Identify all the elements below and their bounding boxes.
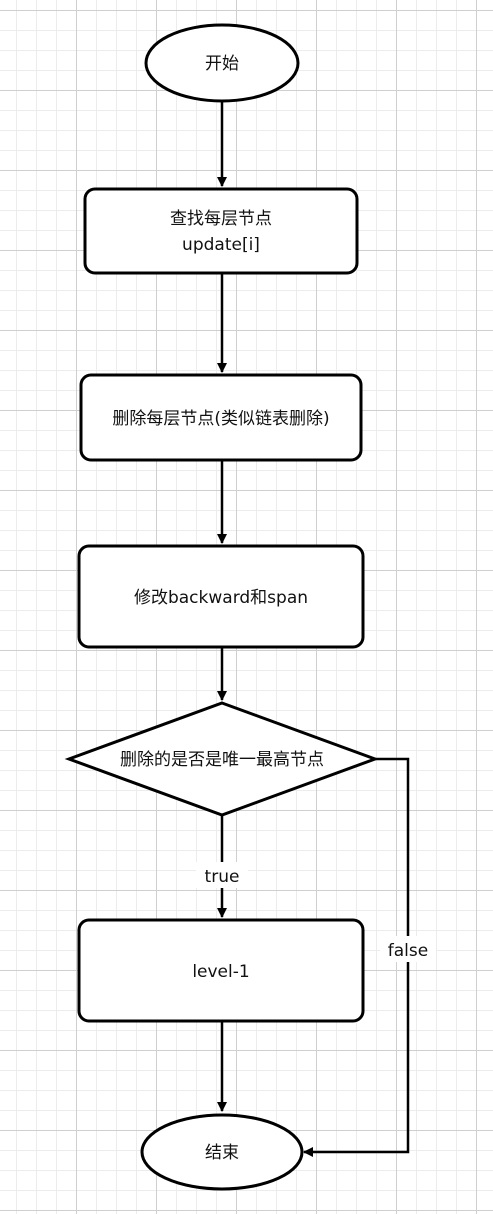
end-node[interactable]: 结束 xyxy=(140,1113,304,1191)
delete-nodes-step[interactable]: 删除每层节点(类似链表删除) xyxy=(79,373,363,462)
find-nodes-step[interactable]: 查找每层节点 update[i] xyxy=(83,187,359,275)
modify-step[interactable]: 修改backward和span xyxy=(77,544,365,649)
false-label-background xyxy=(380,936,436,962)
decision-node[interactable]: 删除的是否是唯一最高节点 xyxy=(64,701,380,817)
level-step[interactable]: level-1 xyxy=(77,918,365,1023)
true-edge-label: true xyxy=(205,867,240,887)
modify-label: 修改backward和span xyxy=(134,588,308,608)
find-nodes-sublabel: update[i] xyxy=(182,235,260,255)
start-node-label: 开始 xyxy=(205,54,239,74)
find-nodes-label: 查找每层节点 xyxy=(170,209,272,229)
decision-label: 删除的是否是唯一最高节点 xyxy=(120,750,324,770)
false-edge-label: false xyxy=(388,941,428,961)
delete-nodes-label: 删除每层节点(类似链表删除) xyxy=(112,409,329,429)
start-node[interactable]: 开始 xyxy=(144,23,300,103)
level-label: level-1 xyxy=(192,962,249,982)
true-label-background xyxy=(196,862,248,888)
end-node-label: 结束 xyxy=(205,1143,239,1163)
